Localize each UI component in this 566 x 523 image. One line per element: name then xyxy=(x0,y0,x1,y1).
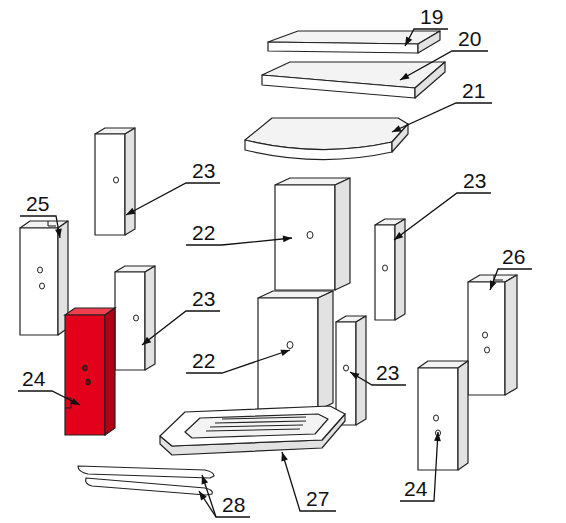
curved-baffle xyxy=(245,118,408,160)
callout-number: 23 xyxy=(192,288,215,309)
leader-lines xyxy=(18,29,532,517)
callout-number: 26 xyxy=(502,246,525,267)
highlighted-brick xyxy=(65,308,115,435)
callout-number: 25 xyxy=(26,193,49,214)
baffle-slab xyxy=(262,62,445,98)
callout-number: 23 xyxy=(463,170,486,191)
callout-number: 22 xyxy=(192,350,215,371)
back-brick xyxy=(258,291,333,410)
grate-tray xyxy=(160,406,345,455)
callout-number: 20 xyxy=(458,28,481,49)
back-brick xyxy=(275,178,350,290)
callout-number: 28 xyxy=(222,494,245,515)
side-brick xyxy=(95,128,135,235)
callout-number: 24 xyxy=(22,368,45,389)
callout-number: 22 xyxy=(192,222,215,243)
side-brick xyxy=(115,266,155,370)
side-brick xyxy=(375,219,405,320)
side-brick xyxy=(336,316,366,425)
callout-number: 23 xyxy=(376,362,399,383)
side-brick-right xyxy=(418,361,468,470)
callout-number: 21 xyxy=(462,80,485,101)
callout-number: 24 xyxy=(404,478,427,499)
callout-number: 23 xyxy=(192,160,215,181)
callout-number: 27 xyxy=(306,488,329,509)
left-side-brick xyxy=(20,221,68,335)
callout-number: 19 xyxy=(420,6,443,27)
top-slab xyxy=(268,31,440,53)
grate-rods xyxy=(78,466,214,495)
right-side-brick xyxy=(468,275,517,395)
